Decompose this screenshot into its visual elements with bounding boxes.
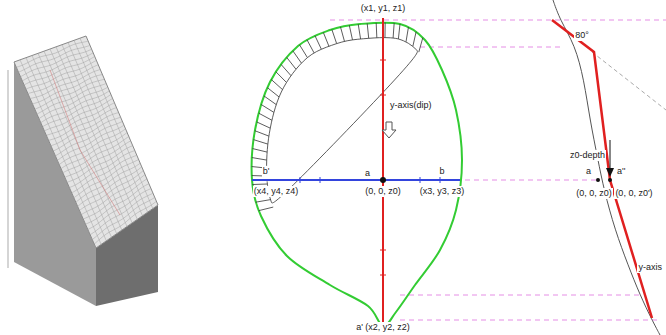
- terrain-surface: [14, 36, 158, 248]
- ground-profile: [553, 0, 660, 335]
- axis-name: y-axis: [637, 262, 663, 273]
- point-letter: a: [364, 168, 371, 179]
- dip-axis: [382, 18, 384, 326]
- axis: [8, 70, 9, 268]
- point-letter: b': [262, 166, 271, 177]
- depth-arrowhead: [606, 168, 614, 177]
- point-coordinates: (x1, y1, z1): [360, 3, 407, 14]
- projection-line: [592, 52, 666, 110]
- point-coordinates: (0, 0, z0): [575, 188, 613, 199]
- point-label: a' (x2, y2, z2): [355, 322, 411, 333]
- point-letter: a: [585, 166, 592, 177]
- angle-label: 80°: [574, 30, 590, 41]
- guide-line: [400, 295, 640, 296]
- depth-arrow: [610, 140, 611, 172]
- depth-point: [608, 178, 612, 182]
- point-letter: a'': [616, 166, 626, 177]
- point-coordinates: (x4, y4, z4): [253, 186, 300, 197]
- scarp-hatch: [252, 23, 423, 211]
- terrain-mesh: [16, 38, 156, 244]
- surface-point: [596, 178, 600, 182]
- guide-line: [420, 47, 560, 48]
- slide-trace: [50, 70, 120, 215]
- point-letter: b: [438, 166, 445, 177]
- guide-line: [400, 320, 660, 321]
- origin-dot: [380, 177, 386, 183]
- point-coordinates: (0, 0, z0): [364, 186, 402, 197]
- terrain-model: [8, 36, 158, 306]
- landslide-outline: [252, 23, 462, 327]
- guide-line: [330, 20, 666, 21]
- point-coordinates: (0, 0, z0'): [614, 188, 653, 199]
- depth-label: z0-depth: [569, 150, 606, 161]
- axis-ticks: [300, 60, 440, 275]
- point-coordinates: (x3, y3, z3): [419, 186, 466, 197]
- strike-axis: [252, 179, 460, 181]
- dip-arrow: [382, 122, 396, 138]
- axis-name: y-axis(dip): [389, 100, 433, 111]
- slip-surface: [552, 20, 652, 318]
